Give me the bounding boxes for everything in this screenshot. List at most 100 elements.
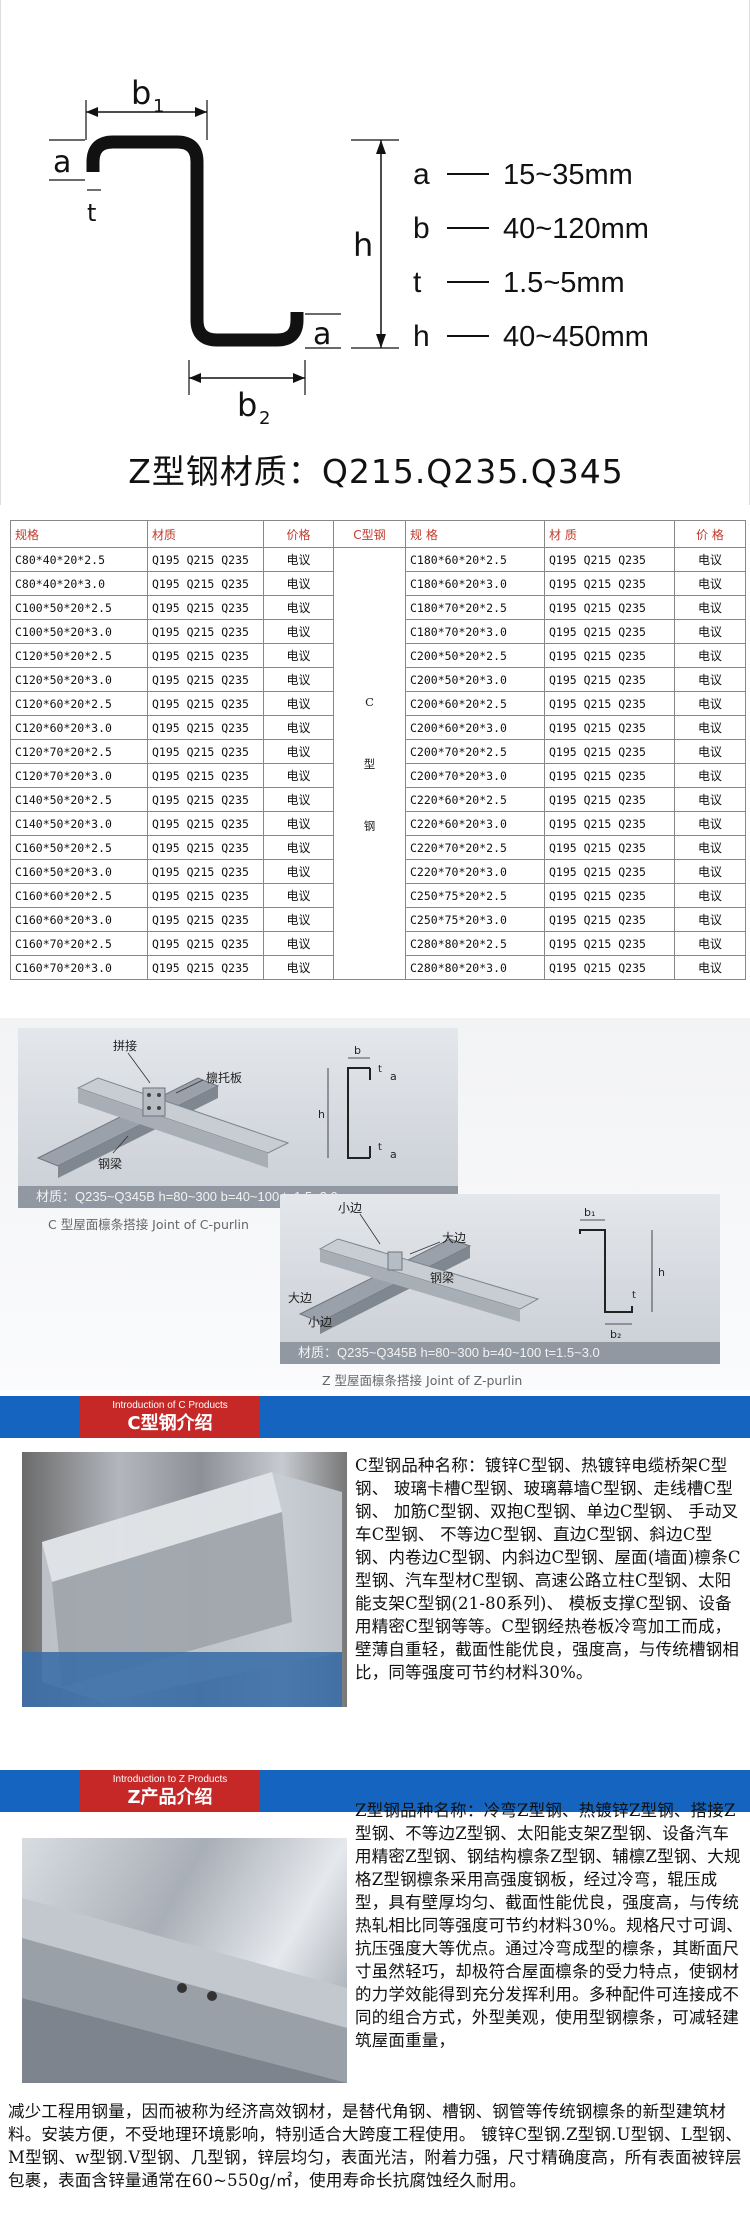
material-cell: Q195 Q215 Q235 <box>147 739 264 764</box>
material-cell: Q195 Q215 Q235 <box>544 739 675 764</box>
spec-cell: C200*60*20*3.0 <box>405 715 545 740</box>
price-cell: 电议 <box>674 547 746 572</box>
price-cell: 电议 <box>674 811 746 836</box>
svg-text:2: 2 <box>259 408 270 429</box>
material-cell: Q195 Q215 Q235 <box>544 955 675 980</box>
spec-cell: C250*75*20*3.0 <box>405 907 545 932</box>
price-cell: 电议 <box>263 787 334 812</box>
material-cell: Q195 Q215 Q235 <box>147 571 264 596</box>
z-purlin-joint-title: Z 型屋面檩条搭接 Joint of Z-purlin <box>322 1373 523 1388</box>
spec-a-symbol: a <box>413 158 430 191</box>
spec-cell: C200*70*20*3.0 <box>405 763 545 788</box>
spec-h-range: 40~450mm <box>503 321 649 353</box>
material-cell: Q195 Q215 Q235 <box>147 835 264 860</box>
header-spec-2: 规 格 <box>405 520 545 548</box>
spec-cell: C280*80*20*3.0 <box>405 955 545 980</box>
spec-h-symbol: h <box>413 320 430 353</box>
price-cell: 电议 <box>263 859 334 884</box>
z-profile-drawing: b 1 a t a b 2 h a 15~35mm b <box>49 74 649 429</box>
c-purlin-joint-image: 拼接 檩托板 钢梁 b h t a t a 材质：Q235~Q345B h=80… <box>18 1028 458 1208</box>
z-steel-photo <box>22 1838 347 2083</box>
svg-text:t: t <box>378 1142 382 1153</box>
material-cell: Q195 Q215 Q235 <box>544 763 675 788</box>
price-cell: 电议 <box>674 595 746 620</box>
price-cell: 电议 <box>263 715 334 740</box>
spec-cell: C220*70*20*3.0 <box>405 859 545 884</box>
material-cell: Q195 Q215 Q235 <box>544 883 675 908</box>
spec-cell: C160*60*20*3.0 <box>10 907 148 932</box>
price-cell: 电议 <box>674 643 746 668</box>
c-intro-tag-en: Introduction of C Products <box>112 1400 228 1411</box>
price-cell: 电议 <box>263 883 334 908</box>
price-cell: 电议 <box>674 955 746 980</box>
price-cell: 电议 <box>263 619 334 644</box>
spec-cell: C160*50*20*2.5 <box>10 835 148 860</box>
material-cell: Q195 Q215 Q235 <box>544 811 675 836</box>
spec-cell: C280*80*20*2.5 <box>405 931 545 956</box>
table-header-row: 规格 材质 价格 C型钢 规 格 材 质 价 格 <box>10 520 746 548</box>
z-panel-caption: 材质：Q235~Q345B h=80~300 b=40~100 t=1.5~3.… <box>280 1342 720 1364</box>
price-cell: 电议 <box>674 763 746 788</box>
material-cell: Q195 Q215 Q235 <box>544 619 675 644</box>
material-cell: Q195 Q215 Q235 <box>147 955 264 980</box>
spec-cell: C160*70*20*2.5 <box>10 931 148 956</box>
c-intro-tag: Introduction of C Products C型钢介绍 <box>80 1396 260 1438</box>
material-cell: Q195 Q215 Q235 <box>147 619 264 644</box>
c-steel-mark-char: 型 <box>363 756 376 771</box>
material-cell: Q195 Q215 Q235 <box>544 643 675 668</box>
material-cell: Q195 Q215 Q235 <box>544 715 675 740</box>
c-dim-a: a <box>390 1070 397 1083</box>
material-cell: Q195 Q215 Q235 <box>147 715 264 740</box>
material-cell: Q195 Q215 Q235 <box>544 931 675 956</box>
header-price-2: 价 格 <box>674 520 746 548</box>
price-cell: 电议 <box>263 691 334 716</box>
z-intro-tag-en: Introduction to Z Products <box>112 1774 228 1785</box>
spec-cell: C200*60*20*2.5 <box>405 691 545 716</box>
price-cell: 电议 <box>674 835 746 860</box>
c-steel-mark-char: 钢 <box>363 818 376 833</box>
price-cell: 电议 <box>674 859 746 884</box>
spec-cell: C120*60*20*2.5 <box>10 691 148 716</box>
spec-cell: C120*50*20*2.5 <box>10 643 148 668</box>
spec-cell: C200*70*20*2.5 <box>405 739 545 764</box>
material-cell: Q195 Q215 Q235 <box>544 667 675 692</box>
spec-cell: C100*50*20*2.5 <box>10 595 148 620</box>
spec-b-range: 40~120mm <box>503 213 649 245</box>
material-cell: Q195 Q215 Q235 <box>544 547 675 572</box>
price-cell: 电议 <box>263 811 334 836</box>
price-cell: 电议 <box>263 595 334 620</box>
spec-cell: C160*70*20*3.0 <box>10 955 148 980</box>
z-intro-text-side: Z型钢品种名称：冷弯Z型钢、热镀锌Z型钢、搭接Z型钢、不等边Z型钢、太阳能支架Z… <box>355 1801 743 2050</box>
z-dim-b2: b₂ <box>610 1328 621 1341</box>
price-cell: 电议 <box>674 883 746 908</box>
spec-cell: C120*70*20*2.5 <box>10 739 148 764</box>
z-dim-h: h <box>658 1266 665 1279</box>
price-cell: 电议 <box>263 907 334 932</box>
c-dim-b: b <box>354 1044 361 1057</box>
material-cell: Q195 Q215 Q235 <box>147 643 264 668</box>
spec-cell: C160*50*20*3.0 <box>10 859 148 884</box>
spec-cell: C220*70*20*2.5 <box>405 835 545 860</box>
svg-text:t: t <box>378 1064 382 1075</box>
spec-cell: C200*50*20*2.5 <box>405 643 545 668</box>
header-spec: 规格 <box>10 520 148 548</box>
dim-t-label: t <box>87 199 96 227</box>
material-cell: Q195 Q215 Q235 <box>147 763 264 788</box>
price-cell: 电议 <box>674 715 746 740</box>
price-cell: 电议 <box>674 739 746 764</box>
z-intro-text-full: 减少工程用钢量，因而被称为经济高效钢材，是替代角钢、槽钢、钢管等传统钢檩条的新型… <box>8 2102 743 2190</box>
spec-cell: C80*40*20*2.5 <box>10 547 148 572</box>
spec-cell: C140*50*20*2.5 <box>10 787 148 812</box>
z-dim-b1: b₁ <box>584 1206 595 1219</box>
z-section-shape <box>86 135 304 347</box>
svg-text:a: a <box>390 1148 397 1161</box>
material-cell: Q195 Q215 Q235 <box>544 691 675 716</box>
label-splice: 拼接 <box>113 1038 137 1053</box>
